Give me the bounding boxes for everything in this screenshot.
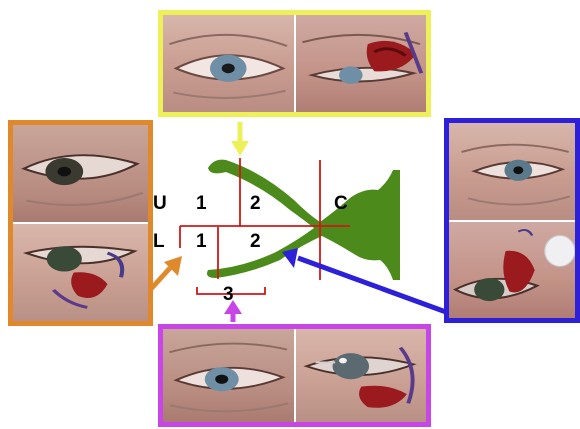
lower-row-label: L: [153, 231, 165, 252]
upper-row-label: U: [153, 193, 167, 214]
lower-zone-1-label: 1: [196, 231, 207, 252]
left-arrow: [150, 256, 182, 290]
zone-lines: [180, 158, 350, 294]
top-arrow: [231, 122, 249, 156]
lower-zone-2-label: 2: [250, 231, 261, 252]
canthus-label: C: [334, 193, 348, 214]
upper-zone-2-label: 2: [250, 193, 261, 214]
upper-zone-1-label: 1: [196, 193, 207, 214]
